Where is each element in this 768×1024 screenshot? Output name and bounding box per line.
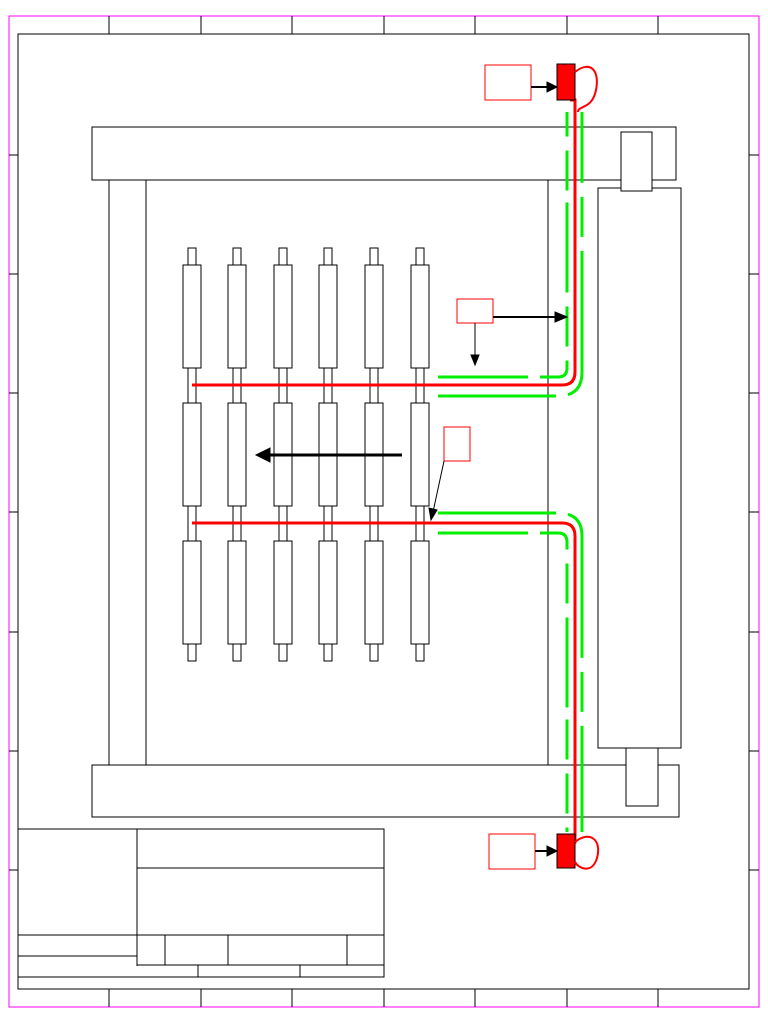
title-block-outline <box>17 828 385 978</box>
leader-arrows <box>254 81 569 857</box>
arrow-top-head <box>546 81 559 93</box>
heater-rod <box>410 402 430 507</box>
heater-rod <box>364 540 384 645</box>
cylinder-bottom-cap <box>625 747 659 807</box>
upper-harness-green-inner <box>438 112 584 398</box>
callout-box-bottom <box>488 833 536 870</box>
lower-harness-green-inner <box>438 531 569 832</box>
top-connector-lead-loop <box>574 65 598 113</box>
rod-pin-top <box>232 247 242 266</box>
rod-pin-top <box>187 247 197 266</box>
arrow-branch-down-head <box>470 354 480 367</box>
lower-harness <box>438 511 584 844</box>
arrow-branch-right-head <box>554 311 569 323</box>
heater-rod <box>318 540 338 645</box>
arrow-splice-head <box>428 507 438 522</box>
title-block <box>17 828 385 978</box>
bottom-connector <box>556 833 576 869</box>
lower-harness-green-outer <box>438 511 584 832</box>
heater-rod <box>318 264 338 369</box>
heater-rod <box>182 264 202 369</box>
arrow-direction-head <box>254 447 271 463</box>
rod-pin-bottom <box>278 643 288 662</box>
top-rail <box>91 126 677 181</box>
heater-rod <box>182 402 202 507</box>
arrow-bottom-head <box>546 845 559 857</box>
heater-rod <box>410 540 430 645</box>
heater-rod <box>227 402 247 507</box>
heater-rod <box>227 264 247 369</box>
heater-rod <box>364 264 384 369</box>
rod-pin-top <box>323 247 333 266</box>
heater-rod <box>273 540 293 645</box>
callout-box-splice <box>443 426 471 462</box>
upper-harness-green-outer <box>438 112 569 379</box>
rod-pin-top <box>415 247 425 266</box>
left-post <box>108 179 147 766</box>
cylinder-body <box>597 187 682 749</box>
bottom-connector-lead-loop <box>574 835 600 870</box>
zone-ticks-vertical <box>9 154 759 871</box>
rod-pin-bottom <box>369 643 379 662</box>
arrow-splice-leader <box>432 460 445 513</box>
rod-pin-bottom <box>187 643 197 662</box>
rod-pin-top <box>369 247 379 266</box>
rod-pin-bottom <box>323 643 333 662</box>
rod-pin-top <box>278 247 288 266</box>
rod-pin-bottom <box>415 643 425 662</box>
heater-rod <box>227 540 247 645</box>
top-connector <box>556 63 576 101</box>
callout-box-branch <box>456 298 494 324</box>
heater-rod <box>410 264 430 369</box>
zone-ticks-horizontal <box>108 16 659 1007</box>
heater-rod <box>182 540 202 645</box>
upper-harness <box>438 98 584 398</box>
heater-rod <box>273 264 293 369</box>
cylinder-top-cap <box>620 131 653 192</box>
lower-harness-red-core <box>438 521 577 844</box>
drawing-frame <box>17 33 750 990</box>
rod-pin-bottom <box>232 643 242 662</box>
bottom-rail <box>91 764 680 818</box>
upper-harness-red-core <box>438 98 577 387</box>
callout-box-top <box>484 64 532 101</box>
